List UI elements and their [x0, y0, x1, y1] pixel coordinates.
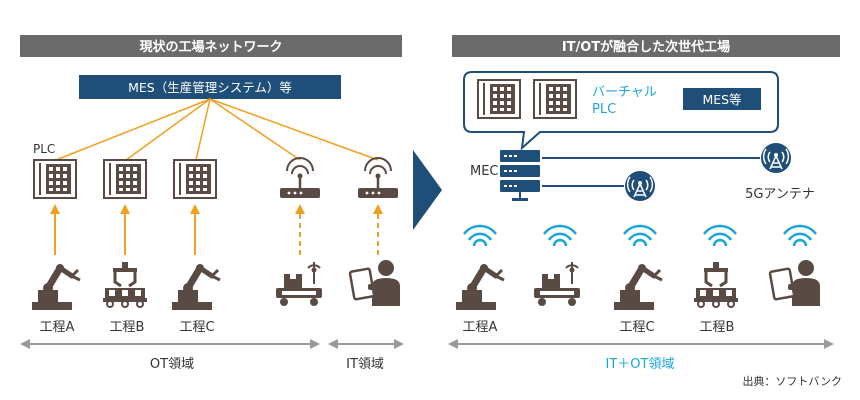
router-icon — [278, 156, 322, 200]
left-header-bar — [20, 35, 402, 57]
it-domain-span — [328, 339, 404, 349]
left-header-title: 現状の工場ネットワーク — [139, 39, 282, 55]
process-label: 工程B — [700, 320, 735, 335]
device-uplink-arrows — [50, 204, 200, 255]
mec-server-icon — [500, 150, 540, 201]
wireless-uplink-arrows — [299, 212, 379, 255]
transition-arrow-icon — [413, 150, 442, 230]
plc-icon — [103, 159, 147, 199]
process-label: 工程A — [463, 320, 498, 335]
mes-connection-lines — [55, 98, 379, 161]
ot-domain-span — [20, 339, 320, 349]
wireless-signal-icon — [702, 224, 738, 248]
tablet-user-icon — [348, 258, 402, 308]
plc-icon — [533, 79, 577, 119]
tablet-user-icon — [768, 258, 822, 308]
mes-label: MES（生産管理システム）等 — [128, 80, 292, 95]
antenna-label: 5Gアンテナ — [745, 187, 815, 202]
robot-arm-icon — [456, 264, 504, 310]
conveyor-icon — [692, 260, 740, 309]
mec-label: MEC — [470, 164, 499, 179]
mes-badge — [683, 88, 761, 110]
source-note: 出典：ソフトバンク — [742, 374, 842, 388]
plc-icon — [173, 159, 217, 199]
wireless-signal-icon — [622, 224, 658, 248]
robot-arm-icon — [614, 264, 662, 310]
agv-icon — [275, 261, 323, 307]
robot-arm-icon — [32, 264, 80, 310]
wireless-signal-icon — [542, 224, 578, 248]
process-label: 工程A — [40, 320, 75, 335]
mes-badge-label: MES等 — [702, 92, 741, 107]
conveyor-icon — [101, 260, 149, 309]
it-ot-domain-label: IT＋OT領域 — [606, 356, 675, 372]
right-header-bar — [452, 35, 840, 57]
virtual-plc-label: バーチャル PLC — [592, 85, 661, 117]
router-icon — [356, 156, 400, 200]
it-domain-label: IT領域 — [346, 356, 384, 372]
wireless-signal-icon — [462, 224, 498, 248]
wireless-signal-icon — [782, 224, 818, 248]
antenna-icon — [760, 142, 792, 174]
ot-domain-label: OT領域 — [150, 356, 194, 372]
plc-icon — [33, 159, 77, 199]
process-label: 工程C — [179, 320, 214, 335]
plc-icon — [477, 79, 521, 119]
it-ot-domain-span — [448, 339, 834, 349]
antenna-icon — [624, 170, 656, 202]
robot-arm-icon — [172, 264, 220, 310]
process-label: 工程C — [619, 320, 654, 335]
mec-antenna-links — [542, 157, 760, 187]
agv-icon — [533, 261, 581, 307]
process-label: 工程B — [110, 320, 145, 335]
plc-label: PLC — [33, 142, 55, 156]
mes-box — [79, 75, 341, 99]
right-header-title: IT/OTが融合した次世代工場 — [562, 39, 730, 55]
